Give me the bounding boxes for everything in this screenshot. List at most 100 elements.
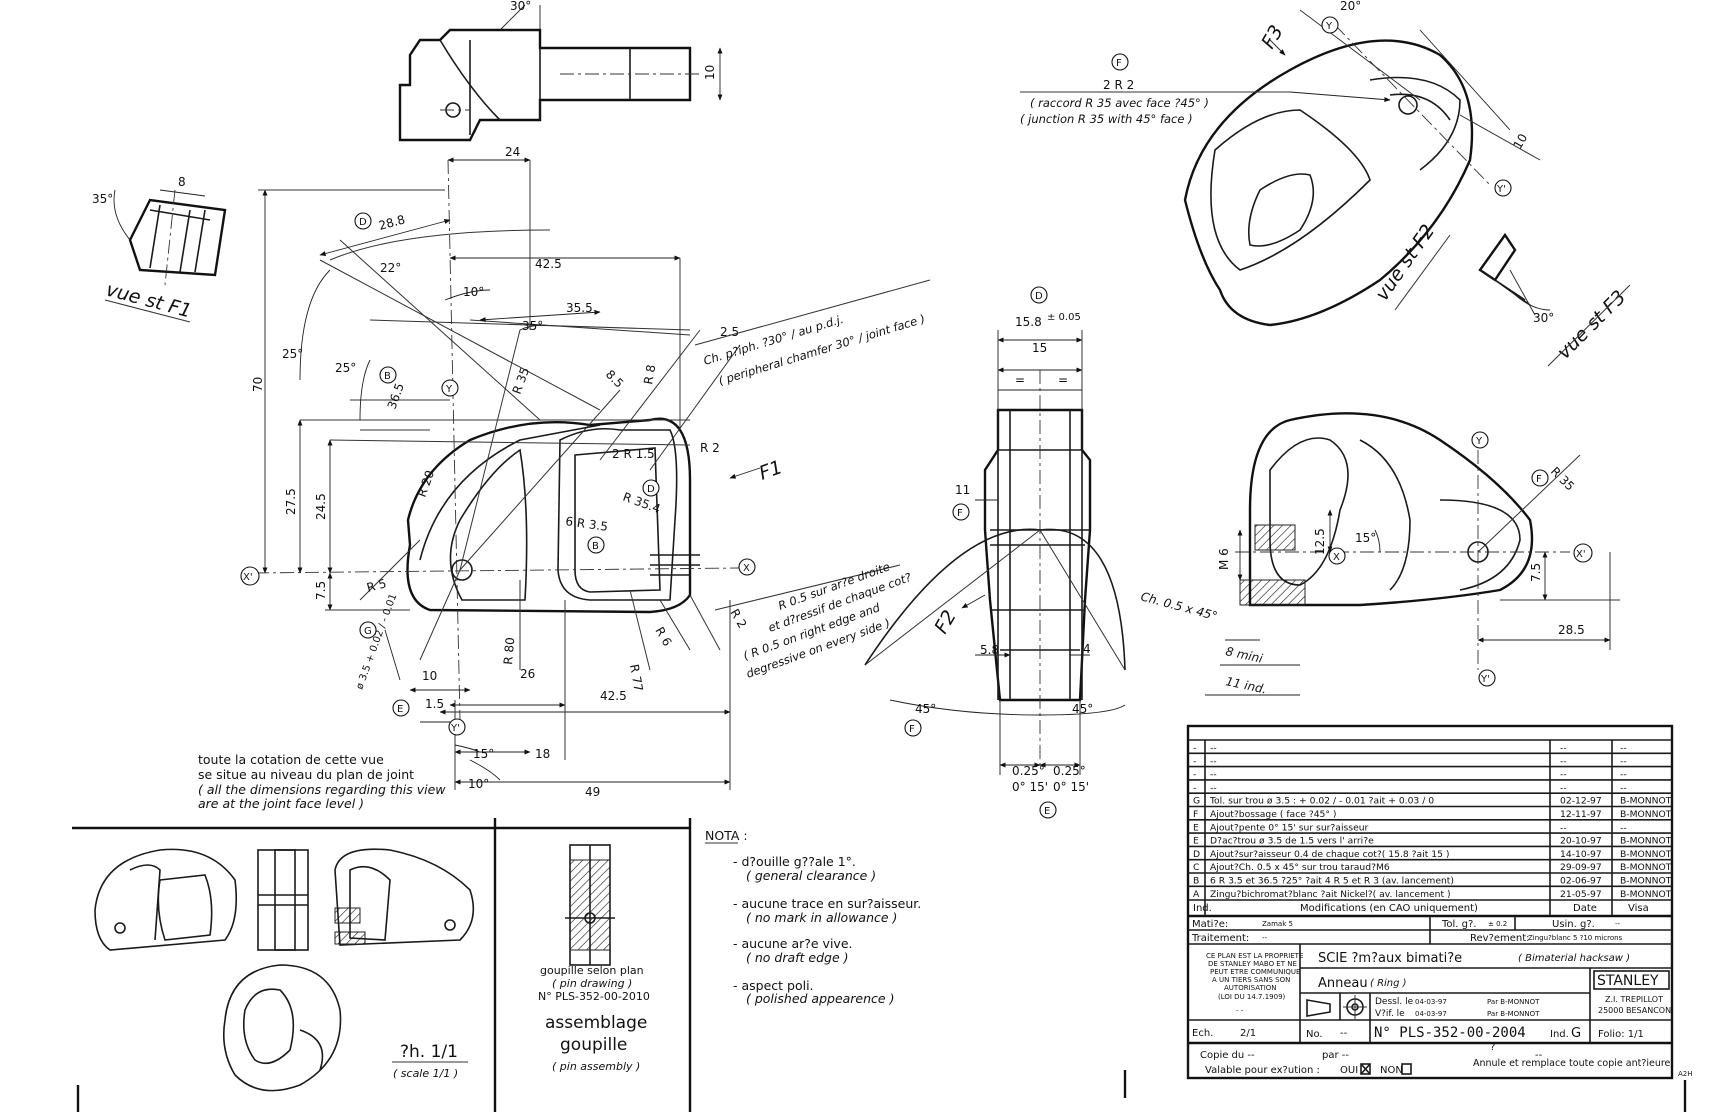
revision-ind: E <box>1193 836 1199 847</box>
dim-28-8: 28.8 <box>377 212 406 232</box>
top-view: 10 30° <box>398 0 723 142</box>
view-f3: 30° vue st F3 <box>1478 232 1630 367</box>
dim-27-5: 27.5 <box>284 488 298 515</box>
revision-date: 29-09-97 <box>1560 862 1602 873</box>
label-vue-f1: vue st F1 <box>104 279 194 323</box>
dim-5-8: 5.8 <box>980 643 999 657</box>
svg-text:Y: Y <box>1325 21 1333 32</box>
verif-date: 04-03-97 <box>1415 1010 1447 1018</box>
callout-yp-bottom: Y' <box>448 718 466 736</box>
dim-36-5: 36.5 <box>385 381 407 411</box>
callout-f-section-2: F <box>904 719 922 737</box>
svg-text:F: F <box>957 508 963 519</box>
callout-yp-top-right: Y' <box>1494 179 1512 197</box>
revision-text: -- <box>1210 769 1217 780</box>
company-addr-2: 25000 BESANCON <box>1598 1006 1671 1015</box>
svg-text:X: X <box>743 563 750 574</box>
revision-row: ------- <box>1188 779 1672 793</box>
dim-42-5: 42.5 <box>535 257 562 271</box>
nota-item-3: - aucune ar?e vive. <box>733 936 852 951</box>
title-part-fr: Anneau <box>1318 976 1368 991</box>
revision-ind: E <box>1193 822 1199 833</box>
callout-y-top: Y <box>441 379 459 397</box>
usin-label: Usin. g?. <box>1552 919 1595 930</box>
dim-right-12-5: 12.5 <box>1313 528 1327 555</box>
revision-row: ------- <box>1188 765 1672 780</box>
pin-text-2: ( pin drawing ) <box>552 977 632 990</box>
revision-visa: -- <box>1620 756 1627 767</box>
f2-note-fr: ( raccord R 35 avec face ?45° ) <box>1030 96 1209 110</box>
prop-line-6: (LOI DU 14.7.1909) <box>1218 993 1286 1001</box>
nota-item-2-en: ( no mark in allowance ) <box>746 910 897 925</box>
dim-025-left: 0.25° <box>1012 764 1045 778</box>
revision-visa: B-MONNOT <box>1620 849 1672 860</box>
revision-date: 21-05-97 <box>1560 889 1602 900</box>
callout-d-section: D <box>1030 286 1048 304</box>
oui-checkbox <box>1360 1063 1371 1075</box>
svg-text:F: F <box>1116 58 1122 69</box>
dim-25deg-a: 25° <box>282 347 303 361</box>
dim-f3-30deg: 30° <box>1533 311 1554 325</box>
matiere-label: Mati?e: <box>1192 919 1228 930</box>
revision-text: D?ac?trou ø 3.5 de 1.5 vers l' arri?e <box>1210 836 1374 847</box>
dim-70: 70 <box>251 377 265 392</box>
dim-18: 18 <box>535 747 550 761</box>
revetement-label: Rev?ement: <box>1470 933 1530 944</box>
dim-top-10: 10 <box>703 65 717 80</box>
callout-y-right: Y <box>1471 431 1489 449</box>
joint-note-l1: toute la cotation de cette vue <box>198 752 384 767</box>
revision-ind: - <box>1193 743 1196 754</box>
revision-ind: C <box>1193 862 1199 873</box>
svg-text:D: D <box>359 217 367 228</box>
revision-visa: B-MONNOT <box>1620 889 1672 900</box>
copie-dash: -- <box>1535 1050 1543 1061</box>
nota-item-4-en: ( polished appearence ) <box>746 991 894 1006</box>
dessine-label: Dessl. le <box>1375 997 1414 1007</box>
svg-text:G: G <box>364 626 372 637</box>
callout-xp-right-view: X' <box>1573 543 1593 563</box>
dim-22deg: 22° <box>380 261 401 275</box>
dim-15-8: 15.8 <box>1015 315 1042 329</box>
revision-ind: - <box>1193 782 1196 793</box>
svg-text:F: F <box>1536 474 1542 485</box>
callout-e-section: E <box>1039 801 1057 819</box>
no-label: No. <box>1306 1029 1323 1040</box>
svg-text:X: X <box>1333 552 1340 563</box>
scale-label-en: ( scale 1/1 ) <box>393 1067 458 1080</box>
prop-dashes: - - <box>1236 1007 1244 1015</box>
nota-item-2: - aucune trace en sur?aisseur. <box>733 896 921 911</box>
prop-line-3: PEUT ETRE COMMUNIQUE <box>1210 968 1300 976</box>
prop-line-2: DE STANLEY MABO ET NE <box>1208 960 1297 968</box>
annule-note: Annule et remplace toute copie ant?ieure <box>1473 1058 1671 1069</box>
dim-7-5: 7.5 <box>314 581 328 600</box>
dim-f2-10: 10 <box>1510 131 1530 151</box>
callout-d-1: D <box>354 212 372 230</box>
nota-item-1: - d?ouille g??ale 1°. <box>733 854 856 869</box>
dim-f2-20deg: 20° <box>1340 0 1361 13</box>
revision-visa: -- <box>1620 822 1627 833</box>
revision-text: Ajout?Ch. 0.5 x 45° sur trou taraud?M6 <box>1210 862 1390 873</box>
revision-visa: B-MONNOT <box>1620 836 1672 847</box>
revision-date: 14-10-97 <box>1560 849 1602 860</box>
callout-y-top-right: Y <box>1321 16 1339 34</box>
dim-6r3-5: 6 R 3.5 <box>565 514 609 534</box>
dim-r8: R 8 <box>641 364 658 386</box>
revision-date: -- <box>1560 782 1567 793</box>
revision-date: -- <box>1560 822 1567 833</box>
copie-par: par -- <box>1322 1050 1349 1061</box>
label-vue-f2: vue st F2 <box>1371 221 1439 305</box>
revision-ind: G <box>1193 796 1200 807</box>
dim-49: 49 <box>585 785 600 799</box>
drawing-number: N° PLS-352-00-2004 <box>1374 1025 1526 1041</box>
prop-line-1: CE PLAN EST LA PROPRIETE <box>1206 952 1303 960</box>
dim-11: 11 <box>955 483 970 497</box>
tol-value: ± 0.2 <box>1488 920 1507 928</box>
dim-26: 26 <box>520 667 535 681</box>
dim-r6: R 6 <box>652 625 674 649</box>
scale-label: ?h. 1/1 <box>400 1042 458 1062</box>
dim-015-right: 0° 15' <box>1053 780 1089 794</box>
label-f3-arrow: F3 <box>1257 22 1288 53</box>
